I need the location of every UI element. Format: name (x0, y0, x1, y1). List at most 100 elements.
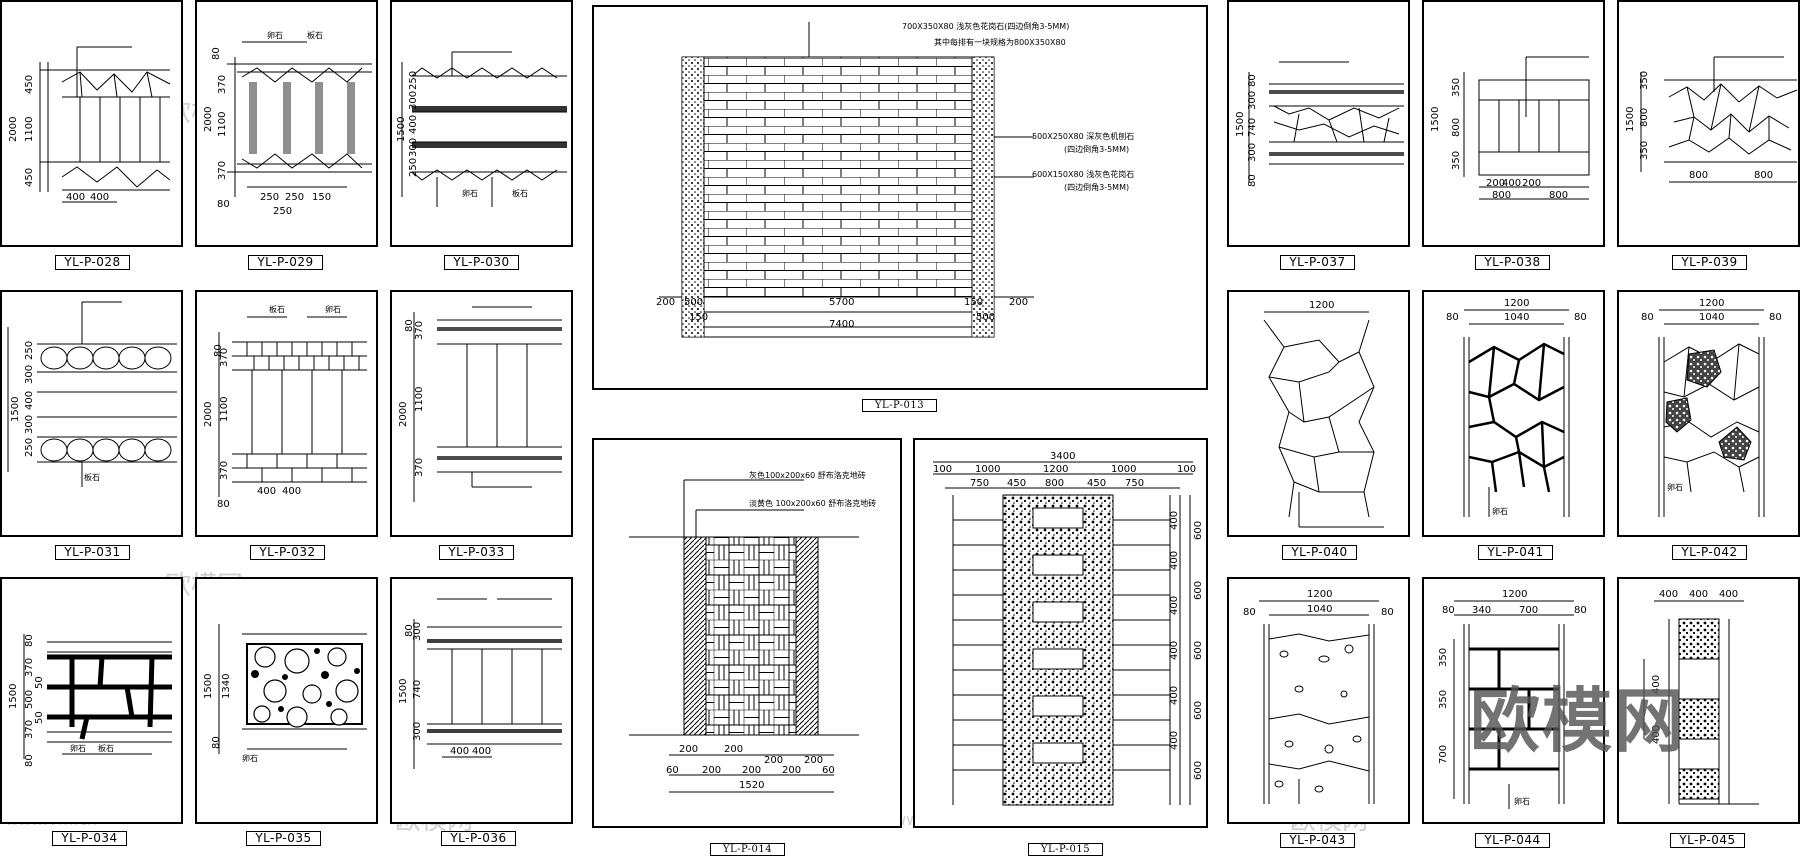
drawing-code-label: YL-P-037 (1280, 255, 1355, 270)
dim-label: 350 (1438, 648, 1449, 667)
paving-pattern-drawing: 80 2000 370 1100 370 80 250 250 150 250 … (203, 30, 372, 217)
dim-label: 400 (1169, 511, 1180, 530)
dim-label: 350 (1451, 151, 1462, 170)
drawing-code-label: YL-P-030 (444, 255, 519, 270)
dim-label: 1000 (1111, 464, 1136, 475)
paving-pattern-drawing: 1500 250 300 400 300 250 卵石 板石 (396, 51, 567, 207)
drawing-code-label: YL-P-013 (862, 399, 937, 412)
drawing-code-label: YL-P-041 (1478, 545, 1553, 560)
dim-label: 370 (217, 75, 228, 94)
dim-label: 80 (217, 499, 230, 510)
dim-label: 80 (217, 199, 230, 210)
dim-label: 1100 (414, 387, 425, 412)
dim-label: 400 (1659, 589, 1678, 600)
dim-label: 300 (1247, 143, 1258, 162)
dim-label: 1100 (219, 397, 230, 422)
dim-label: 500 (976, 312, 995, 323)
drawing-panel-034: 1500 80 370 50 500 50 370 80 卵石 板石 (0, 577, 183, 824)
dim-label: 370 (217, 161, 228, 180)
material-note: 其中每排有一块规格为800X350X80 (934, 37, 1066, 47)
material-note: (四边倒角3-5MM) (1064, 144, 1129, 154)
paving-pattern-drawing: 1200 80 340 700 80 350 350 700 卵石 (1438, 589, 1587, 809)
dim-label: 1040 (1307, 604, 1332, 615)
dim-label: 1520 (739, 780, 764, 791)
material-note: 卵石 (1514, 796, 1530, 806)
drawing-code-label: YL-P-028 (55, 255, 130, 270)
material-note: 板石 (269, 304, 285, 314)
dim-label: 740 (1247, 118, 1258, 137)
dim-label: 400 (1169, 686, 1180, 705)
dim-label: 100 (933, 464, 952, 475)
dim-label: 1500 (1430, 107, 1441, 132)
dim-label: 150 (312, 192, 331, 203)
dim-label: 80 (1641, 312, 1654, 323)
dim-label: 1500 (8, 684, 19, 709)
dim-label: 1500 (1235, 112, 1246, 137)
dim-label: 200 (679, 744, 698, 755)
dim-label: 450 (24, 75, 35, 94)
dim-label: 300 (24, 415, 35, 434)
dim-label: 450 (24, 168, 35, 187)
dim-label: 7400 (829, 319, 854, 330)
dim-label: 300 (408, 138, 419, 157)
dim-label: 370 (24, 720, 35, 739)
dim-label: 2000 (398, 402, 409, 427)
dim-label: 80 (1574, 605, 1587, 616)
drawing-code-label: YL-P-040 (1282, 545, 1357, 560)
dim-label: 1200 (1043, 464, 1068, 475)
paving-pattern-drawing: 700X350X80 浅灰色花岗石(四边倒角3-5MM) 其中每排有一块规格为8… (656, 21, 1134, 338)
dim-label: 400 (1169, 596, 1180, 615)
dim-label: 80 (1247, 74, 1258, 87)
drawing-panel-031: 1500 250 300 400 300 250 板石 (0, 290, 183, 537)
dim-label: 2000 (203, 402, 214, 427)
paving-pattern-drawing: 1200 1040 80 80 (1243, 589, 1394, 804)
dim-label: 200 (702, 765, 721, 776)
dim-label: 250 (24, 341, 35, 360)
dim-label: 350 (1639, 71, 1650, 90)
dim-label: 80 (404, 624, 415, 637)
dim-label: 400 (90, 192, 109, 203)
dim-label: 60 (822, 765, 835, 776)
dim-label: 1500 (396, 117, 407, 142)
drawing-panel-041: 1200 1040 80 80 卵石 (1422, 290, 1605, 537)
dim-label: 350 (1438, 690, 1449, 709)
dim-label: 400 (282, 486, 301, 497)
dim-label: 80 (1442, 605, 1455, 616)
drawing-code-label: YL-P-034 (52, 831, 127, 846)
dim-label: 600 (1193, 761, 1204, 780)
dim-label: 1040 (1699, 312, 1724, 323)
dim-label: 250 (24, 438, 35, 457)
dim-label: 1500 (398, 679, 409, 704)
dim-label: 1500 (1625, 107, 1636, 132)
dim-label: 800 (1639, 108, 1650, 127)
drawing-panel-032: 80 2000 370 1100 370 80 400 400 板石 卵石 (195, 290, 378, 537)
dim-label: 1200 (1307, 589, 1332, 600)
drawing-panel-040: 1200 (1227, 290, 1410, 537)
dim-label: 200 (656, 297, 675, 308)
dim-label: 200 (764, 755, 783, 766)
dim-label: 1200 (1699, 298, 1724, 309)
dim-label: 80 (24, 634, 35, 647)
paving-pattern-drawing: 1500 250 300 400 300 250 板石 (7, 301, 177, 487)
dim-label: 370 (219, 348, 230, 367)
drawing-panel-043: 1200 1040 80 80 (1227, 577, 1410, 824)
material-note: 卵石 (462, 188, 478, 198)
dim-label: 400 (408, 115, 419, 134)
dim-label: 2000 (8, 117, 19, 142)
dim-label: 700 (1519, 605, 1538, 616)
paving-pattern-drawing: 1500 350 800 350 200 400 200 800 800 (1430, 56, 1590, 201)
paving-pattern-drawing: 1500 1340 80 卵石 (203, 624, 367, 763)
dim-label: 200 (742, 765, 761, 776)
material-note: 卵石 (242, 753, 258, 763)
paving-pattern-drawing: 1500 350 800 350 800 800 (1625, 56, 1798, 183)
dim-label: 1100 (217, 112, 228, 137)
dim-label: 2000 (203, 107, 214, 132)
dim-label: 1500 (10, 397, 21, 422)
watermark-logo-text: 欧模网 (1470, 680, 1686, 762)
dim-label: 340 (1472, 605, 1491, 616)
dim-label: 250 (408, 158, 419, 177)
drawing-code-label: YL-P-031 (55, 545, 130, 560)
dim-label: 400 (257, 486, 276, 497)
dim-label: 800 (1492, 190, 1511, 201)
dim-label: 400 (24, 391, 35, 410)
